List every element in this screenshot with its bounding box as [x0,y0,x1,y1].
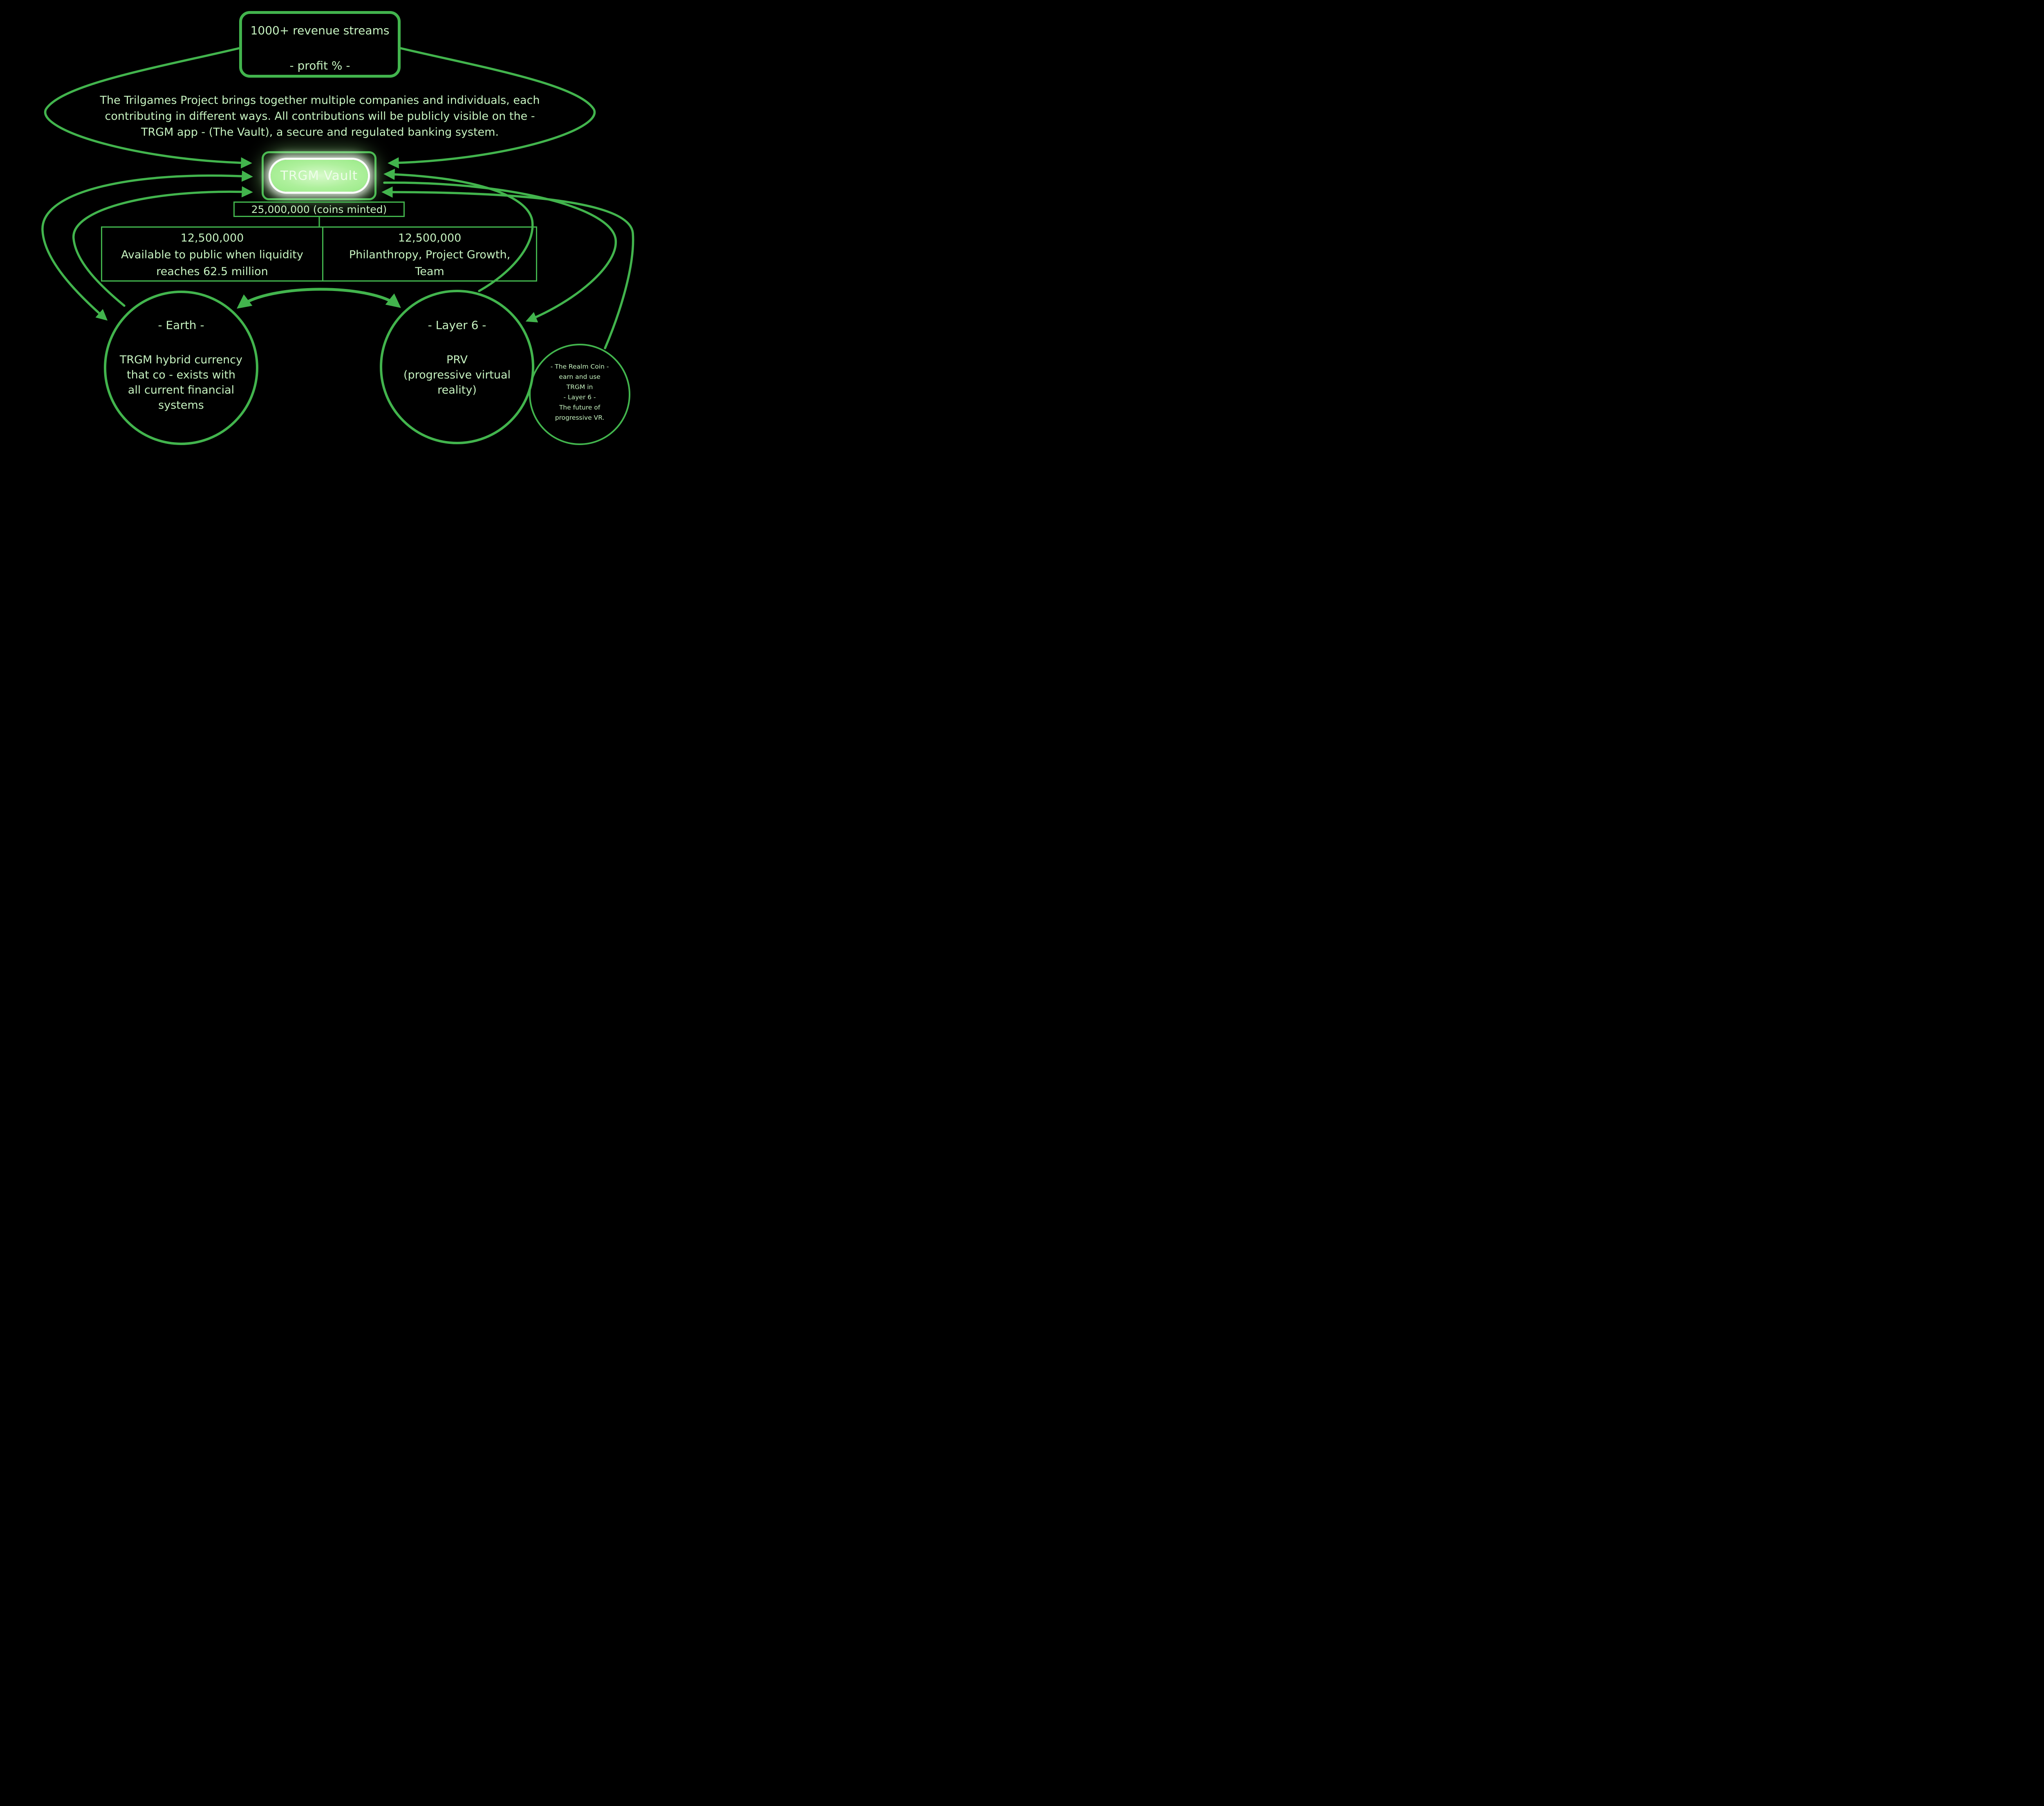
coins-minted-label: 25,000,000 (coins minted) [251,203,387,215]
realm-coin-circle-outline [529,344,630,445]
earth-line-2: that co - exists with [127,369,235,381]
earth-line-1: TRGM hybrid currency [119,354,243,366]
revenue-streams-label: 1000+ revenue streams [250,24,390,37]
earth-circle-title: - Earth - [158,318,204,332]
allocation-split-box: 12,500,000 Available to public when liqu… [101,226,537,282]
realm-vault-outer-arc-arrow [381,186,634,349]
revenue-streams-box: 1000+ revenue streams - profit % - [239,11,401,78]
realm-coin-circle-text: - The Realm Coin - earn and use TRGM in … [531,362,629,423]
trgm-vault-label: TRGM Vault [280,168,358,183]
realm-line-6: progressive VR. [555,414,605,421]
layer6-circle-text: PRV (progressive virtual reality) [381,352,533,398]
earth-circle-text: TRGM hybrid currency that co - exists wi… [105,352,257,413]
layer6-circle-title: - Layer 6 - [428,318,486,332]
layer6-line-2: (progressive virtual [403,369,511,381]
allocation-philanthropy-amount: 12,500,000 [398,232,462,244]
allocation-public-amount: 12,500,000 [180,232,244,244]
ellipse-right-branch-arrow [388,47,596,169]
earth-vault-inner-arc-arrow [72,186,253,307]
intro-line-3: TRGM app - (The Vault), a secure and reg… [141,126,499,139]
profit-percent-label: - profit % - [289,59,350,72]
allocation-public-line3: reaches 62.5 million [156,265,268,278]
vault-earth-outer-arc-arrow [41,170,253,321]
intro-paragraph: The Trilgames Project brings together mu… [98,92,542,140]
intro-line-1: The Trilgames Project brings together mu… [100,94,540,107]
connector-lines-layer [41,47,634,445]
allocation-public-cell: 12,500,000 Available to public when liqu… [102,228,323,280]
allocation-philanthropy-line2: Philanthropy, Project Growth, [349,248,511,261]
intro-line-2: contributing in different ways. All cont… [105,110,535,123]
layer6-vault-short-arc-arrow [383,168,534,292]
realm-line-4: - Layer 6 - [563,394,596,401]
earth-line-4: systems [158,399,204,412]
layer6-line-3: reality) [437,384,477,396]
allocation-philanthropy-cell: 12,500,000 Philanthropy, Project Growth,… [323,228,536,280]
realm-line-3: TRGM in [566,383,593,391]
earth-circle-outline [104,291,258,445]
realm-line-5: The future of [559,404,601,411]
diagram-canvas: 1000+ revenue streams - profit % - The T… [0,0,639,452]
earth-layer6-double-arrow [237,288,401,309]
ellipse-left-branch-arrow [44,47,252,169]
allocation-philanthropy-line3: Team [415,265,444,278]
layer6-circle-outline [380,290,534,444]
allocation-public-line2: Available to public when liquidity [121,248,303,261]
earth-line-3: all current financial [128,384,235,396]
trgm-vault-glow: TRGM Vault [270,160,368,192]
realm-line-2: earn and use [559,373,601,380]
coins-minted-box: 25,000,000 (coins minted) [233,201,405,217]
vault-layer6-arc-arrow [383,181,617,322]
trgm-vault-box: TRGM Vault [262,151,377,200]
layer6-line-1: PRV [446,354,468,366]
realm-line-1: - The Realm Coin - [550,363,609,370]
